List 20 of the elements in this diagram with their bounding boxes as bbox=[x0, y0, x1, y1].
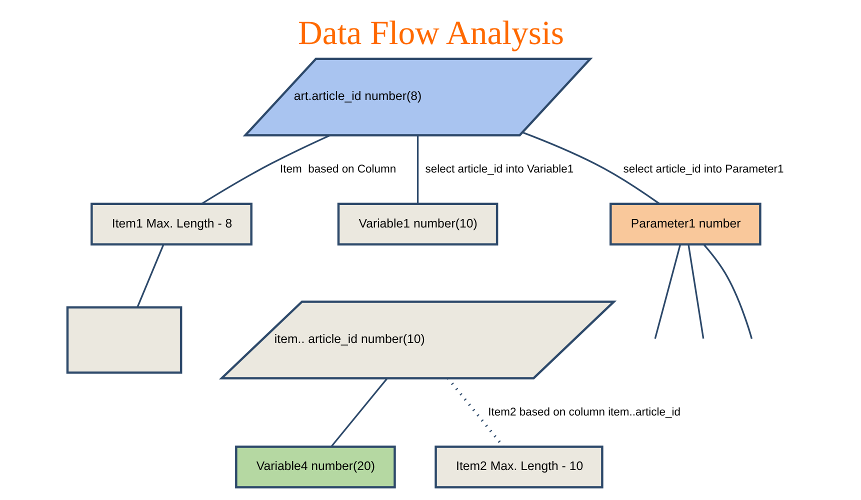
node-box bbox=[66, 306, 182, 374]
diagram-title: Data Flow Analysis bbox=[298, 15, 564, 52]
connector bbox=[330, 378, 388, 448]
edge-label: select article_id into Variable1 bbox=[424, 163, 574, 176]
connector bbox=[702, 244, 752, 339]
edge-label: Item2 based on column item..article_id bbox=[488, 406, 680, 418]
connector bbox=[654, 244, 681, 339]
node-box: Parameter1 number bbox=[609, 202, 761, 246]
edge-label: select article_id into Parameter1 bbox=[622, 163, 784, 176]
connector bbox=[416, 135, 418, 204]
node-box: Variable1 number(10) bbox=[336, 202, 498, 246]
connector bbox=[446, 377, 504, 448]
edge-label: Item based on Column bbox=[279, 163, 396, 176]
connector bbox=[200, 134, 330, 205]
node-box: Variable4 number(20) bbox=[234, 446, 396, 488]
connector bbox=[522, 132, 660, 204]
node-box: Item2 Max. Length - 10 bbox=[434, 446, 603, 488]
node-box: Item1 Max. Length - 8 bbox=[90, 202, 252, 246]
connector bbox=[687, 244, 704, 339]
connector bbox=[136, 244, 164, 308]
